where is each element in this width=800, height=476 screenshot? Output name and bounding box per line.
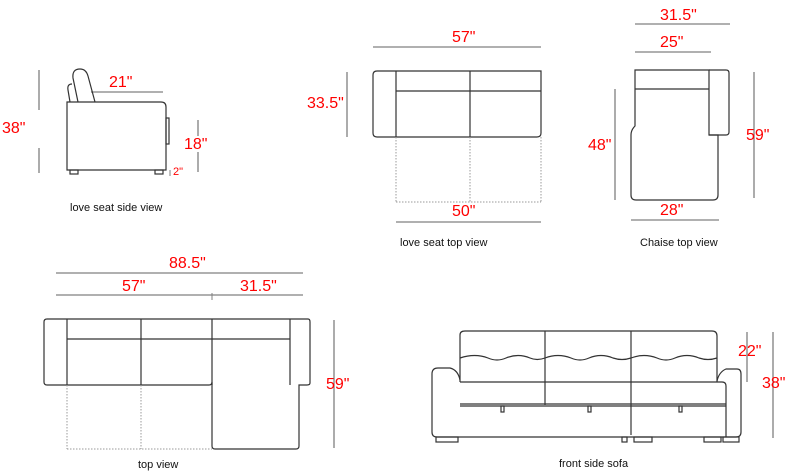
sofa-front-caption: front side sofa bbox=[559, 458, 629, 470]
sectional-total-width-label: 88.5" bbox=[169, 255, 206, 272]
sofa-front-view bbox=[431, 330, 774, 443]
sectional-chaise-width-label: 31.5" bbox=[240, 278, 277, 295]
sectional-top-caption: top view bbox=[138, 459, 179, 471]
loveseat-top-seat-width-label: 50" bbox=[452, 203, 476, 220]
sofa-total-height-label: 38" bbox=[762, 375, 786, 392]
sectional-top-view bbox=[43, 272, 335, 450]
chaise-bottom-width-label: 28" bbox=[660, 202, 684, 219]
loveseat-top-caption: love seat top view bbox=[400, 237, 488, 249]
loveseat-side-caption: love seat side view bbox=[70, 202, 163, 214]
loveseat-side-leg-height-label: 2" bbox=[173, 166, 184, 178]
loveseat-top-depth-label: 33.5" bbox=[307, 95, 344, 112]
sectional-loveseat-width-label: 57" bbox=[122, 278, 146, 295]
chaise-seat-depth-label: 48" bbox=[588, 137, 612, 154]
loveseat-side-height-label: 38" bbox=[2, 120, 26, 137]
chaise-seat-width-label: 25" bbox=[660, 34, 684, 51]
loveseat-top-width-label: 57" bbox=[452, 29, 476, 46]
chaise-top-caption: Chaise top view bbox=[640, 237, 718, 249]
loveseat-side-seat-height-label: 18" bbox=[184, 136, 208, 153]
sofa-back-height-label: 22" bbox=[738, 343, 762, 360]
loveseat-side-view bbox=[38, 68, 199, 176]
loveseat-side-depth-label: 21" bbox=[109, 74, 133, 91]
chaise-top-view bbox=[614, 23, 755, 221]
chaise-total-depth-label: 59" bbox=[746, 127, 770, 144]
sectional-depth-label: 59" bbox=[326, 376, 350, 393]
loveseat-top-view bbox=[346, 46, 542, 223]
chaise-total-width-label: 31.5" bbox=[660, 7, 697, 24]
